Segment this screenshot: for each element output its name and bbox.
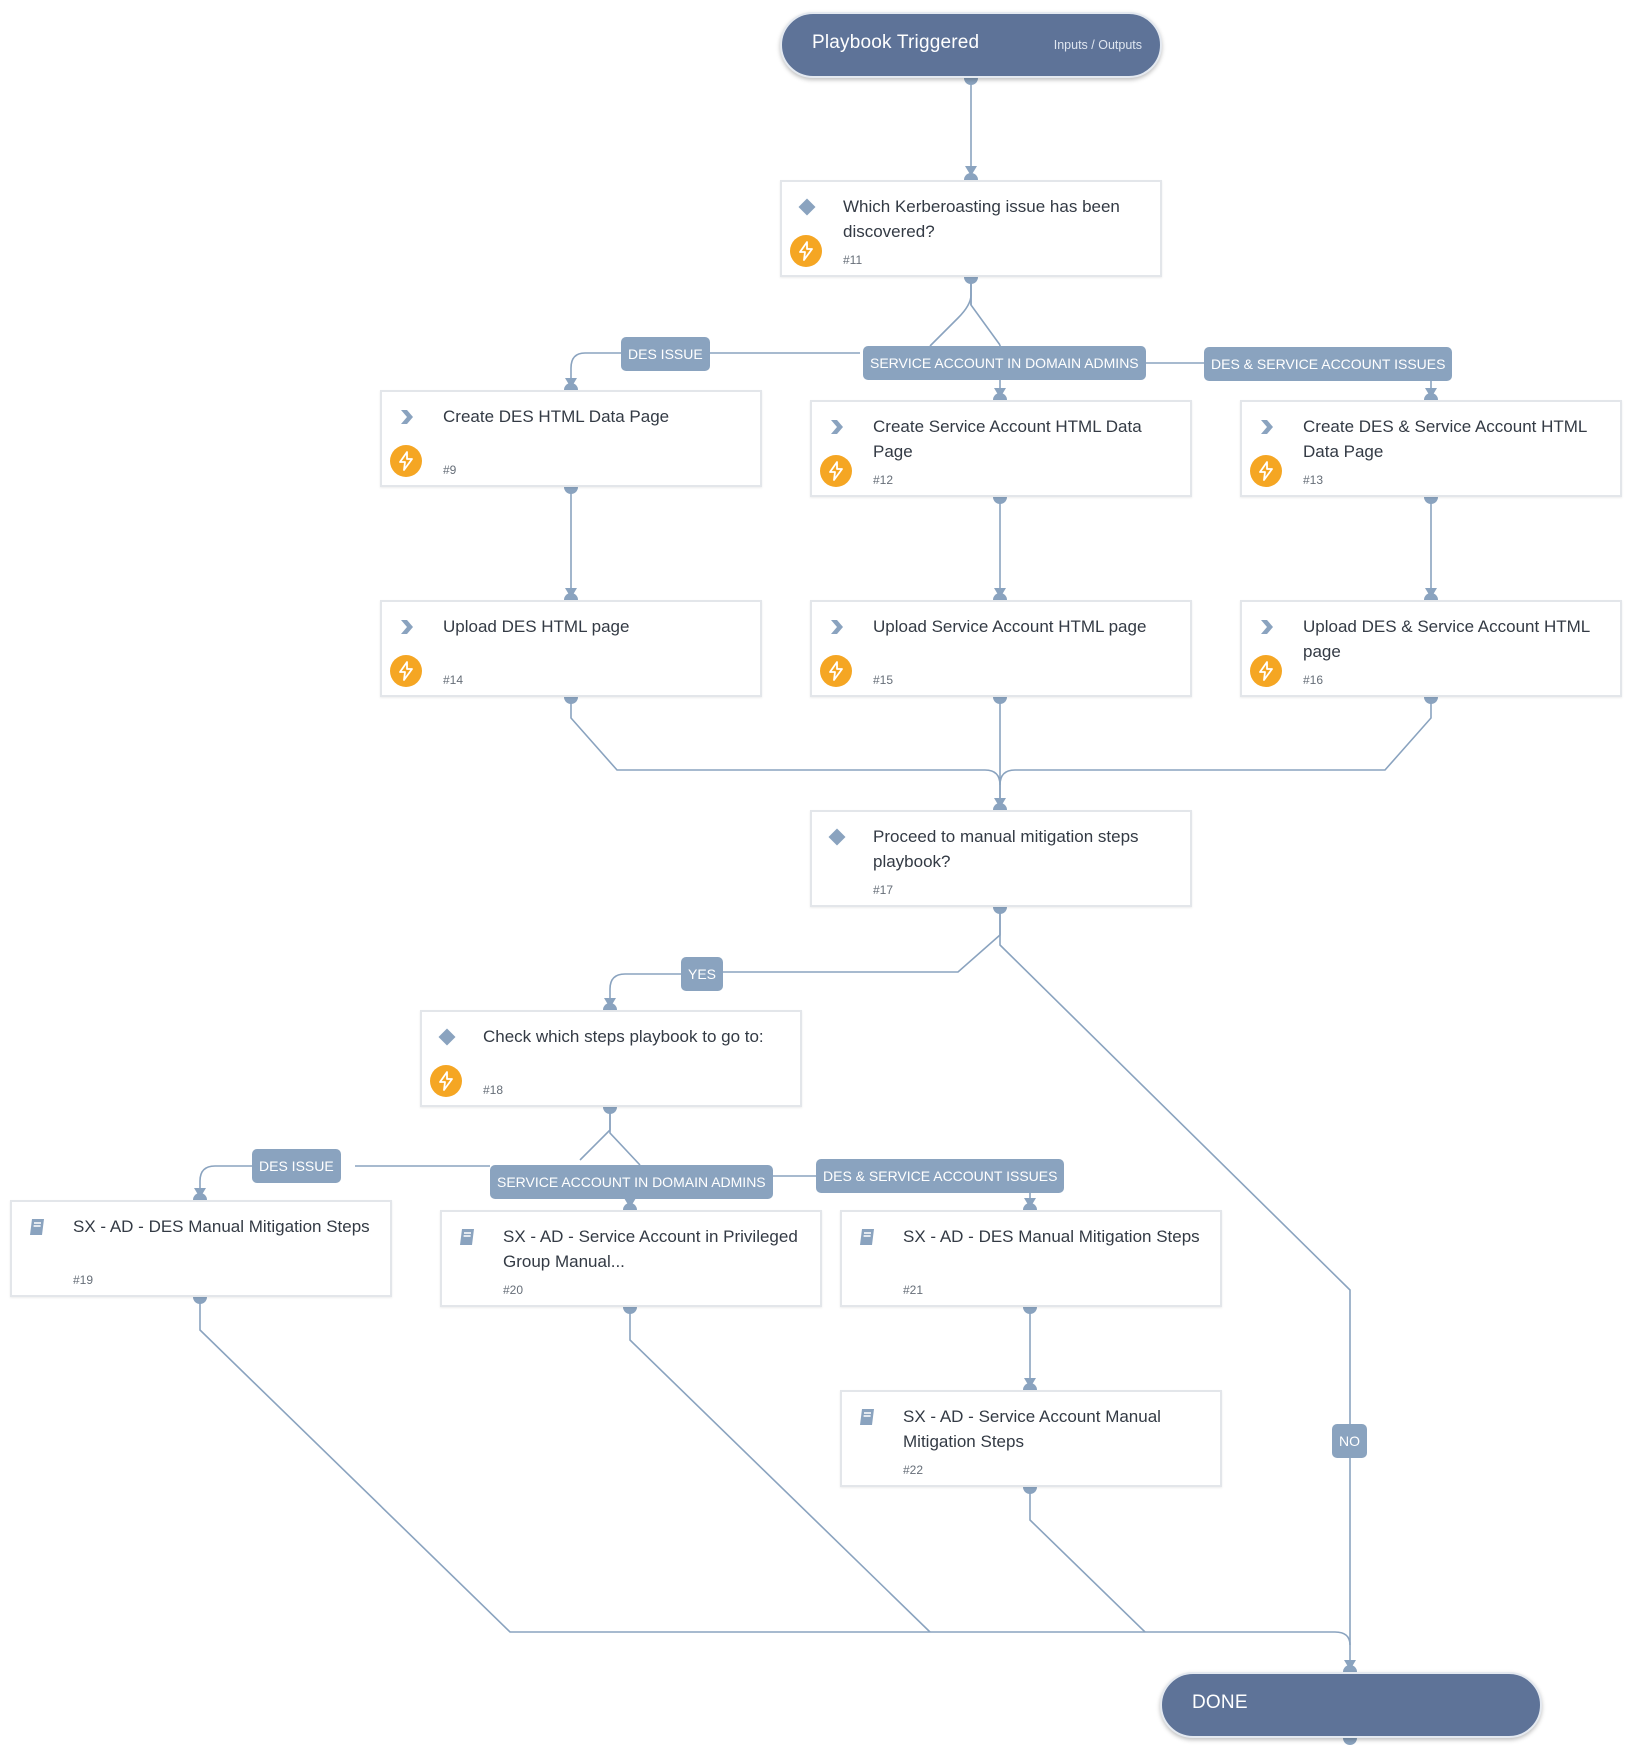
lightning-icon xyxy=(390,655,422,687)
connector-line xyxy=(929,277,972,347)
task-name: SX - AD - DES Manual Mitigation Steps xyxy=(73,1217,370,1236)
task-number: #20 xyxy=(503,1283,524,1297)
connector-line xyxy=(609,1107,641,1166)
task-13-create-des-and-service-account-html[interactable]: Create DES & Service Account HTML Data P… xyxy=(1240,400,1622,497)
task-name: Check which steps playbook to go to: xyxy=(483,1027,764,1046)
lightning-icon xyxy=(430,1065,462,1097)
task-name: SX - AD - Service Account in Privileged … xyxy=(503,1227,798,1271)
branch-label-yes[interactable]: YES xyxy=(681,957,724,991)
task-number: #12 xyxy=(873,473,894,487)
task-name: Which Kerberoasting issue has been disco… xyxy=(843,197,1120,241)
branch-label-des-issue[interactable]: DES ISSUE xyxy=(252,1149,341,1183)
task-name: Proceed to manual mitigation steps playb… xyxy=(873,827,1139,871)
task-name: SX - AD - DES Manual Mitigation Steps xyxy=(903,1227,1200,1246)
task-number: #11 xyxy=(843,253,863,267)
branch-label-des-and-service-account-issues[interactable]: DES & SERVICE ACCOUNT ISSUES xyxy=(1204,347,1453,381)
task-9-create-des-html[interactable]: Create DES HTML Data Page #9 xyxy=(380,390,762,487)
task-20-service-account-privileged-group-playbook[interactable]: SX - AD - Service Account in Privileged … xyxy=(440,1210,822,1307)
lightning-icon xyxy=(390,445,422,477)
diamond-icon xyxy=(436,1026,458,1048)
task-name: Upload DES HTML page xyxy=(443,617,630,636)
chevron-icon xyxy=(396,406,418,428)
connector-line xyxy=(999,697,1432,786)
book-icon xyxy=(26,1216,48,1238)
task-number: #17 xyxy=(873,883,894,897)
task-name: Create DES HTML Data Page xyxy=(443,407,670,426)
connector-line xyxy=(970,277,1001,346)
task-15-upload-service-account-html[interactable]: Upload Service Account HTML page #15 xyxy=(810,600,1192,697)
task-number: #21 xyxy=(903,1283,924,1297)
task-18-check-which-steps-playbook[interactable]: Check which steps playbook to go to: #18 xyxy=(420,1010,802,1107)
task-name: Create DES & Service Account HTML Data P… xyxy=(1303,417,1587,461)
task-number: #9 xyxy=(443,463,457,477)
branch-label-service-account-in-domain-admins[interactable]: SERVICE ACCOUNT IN DOMAIN ADMINS xyxy=(490,1165,773,1199)
task-number: #22 xyxy=(903,1463,924,1477)
book-icon xyxy=(856,1406,878,1428)
task-name: Upload DES & Service Account HTML page xyxy=(1303,617,1590,661)
chevron-icon xyxy=(826,416,848,438)
book-icon xyxy=(456,1226,478,1248)
task-number: #16 xyxy=(1303,673,1324,687)
task-number: #19 xyxy=(73,1273,94,1287)
connector-line xyxy=(999,907,1351,1424)
task-number: #14 xyxy=(443,673,464,687)
connector-line xyxy=(1029,1487,1146,1633)
lightning-icon xyxy=(820,455,852,487)
task-11-which-issue[interactable]: Which Kerberoasting issue has been disco… xyxy=(780,180,1162,277)
start-node-playbook-triggered[interactable]: Playbook Triggered Inputs / Outputs xyxy=(780,12,1162,78)
task-number: #18 xyxy=(483,1083,504,1097)
connector-line xyxy=(579,1107,611,1161)
task-number: #13 xyxy=(1303,473,1324,487)
connector-line xyxy=(722,907,1001,973)
start-node-title: Playbook Triggered xyxy=(812,32,980,53)
connector-line xyxy=(199,1165,252,1194)
chevron-icon xyxy=(826,616,848,638)
connector-line xyxy=(609,973,681,1004)
task-16-upload-des-and-service-account-html[interactable]: Upload DES & Service Account HTML page #… xyxy=(1240,600,1622,697)
book-icon xyxy=(856,1226,878,1248)
task-19-des-manual-mitigation-playbook[interactable]: SX - AD - DES Manual Mitigation Steps #1… xyxy=(10,1200,392,1297)
chevron-icon xyxy=(1256,416,1278,438)
connector-line xyxy=(570,697,1001,804)
lightning-icon xyxy=(1250,655,1282,687)
task-name: SX - AD - Service Account Manual Mitigat… xyxy=(903,1407,1161,1451)
arrow-head xyxy=(965,166,977,176)
task-17-proceed-to-manual-mitigation[interactable]: Proceed to manual mitigation steps playb… xyxy=(810,810,1192,907)
lightning-icon xyxy=(820,655,852,687)
chevron-icon xyxy=(1256,616,1278,638)
inputs-outputs-link[interactable]: Inputs / Outputs xyxy=(1053,38,1142,52)
connector-line xyxy=(629,1307,931,1633)
branch-label-des-issue[interactable]: DES ISSUE xyxy=(621,337,710,371)
end-node-done[interactable]: DONE xyxy=(1160,1672,1542,1738)
end-node-title: DONE xyxy=(1192,1692,1248,1713)
diamond-icon xyxy=(826,826,848,848)
connector-line xyxy=(199,1297,1351,1646)
lightning-icon xyxy=(1250,455,1282,487)
branch-label-service-account-in-domain-admins[interactable]: SERVICE ACCOUNT IN DOMAIN ADMINS xyxy=(863,346,1146,380)
connector-line xyxy=(570,352,860,384)
branch-label-no[interactable]: NO xyxy=(1332,1424,1367,1458)
branch-label-des-and-service-account-issues[interactable]: DES & SERVICE ACCOUNT ISSUES xyxy=(816,1159,1065,1193)
task-name: Create Service Account HTML Data Page xyxy=(873,417,1142,461)
chevron-icon xyxy=(396,616,418,638)
task-14-upload-des-html[interactable]: Upload DES HTML page #14 xyxy=(380,600,762,697)
task-21-des-manual-mitigation-playbook[interactable]: SX - AD - DES Manual Mitigation Steps #2… xyxy=(840,1210,1222,1307)
task-number: #15 xyxy=(873,673,894,687)
lightning-icon xyxy=(790,235,822,267)
task-name: Upload Service Account HTML page xyxy=(873,617,1147,636)
diamond-icon xyxy=(796,196,818,218)
task-12-create-service-account-html[interactable]: Create Service Account HTML Data Page #1… xyxy=(810,400,1192,497)
task-22-service-account-manual-mitigation-playbook[interactable]: SX - AD - Service Account Manual Mitigat… xyxy=(840,1390,1222,1487)
